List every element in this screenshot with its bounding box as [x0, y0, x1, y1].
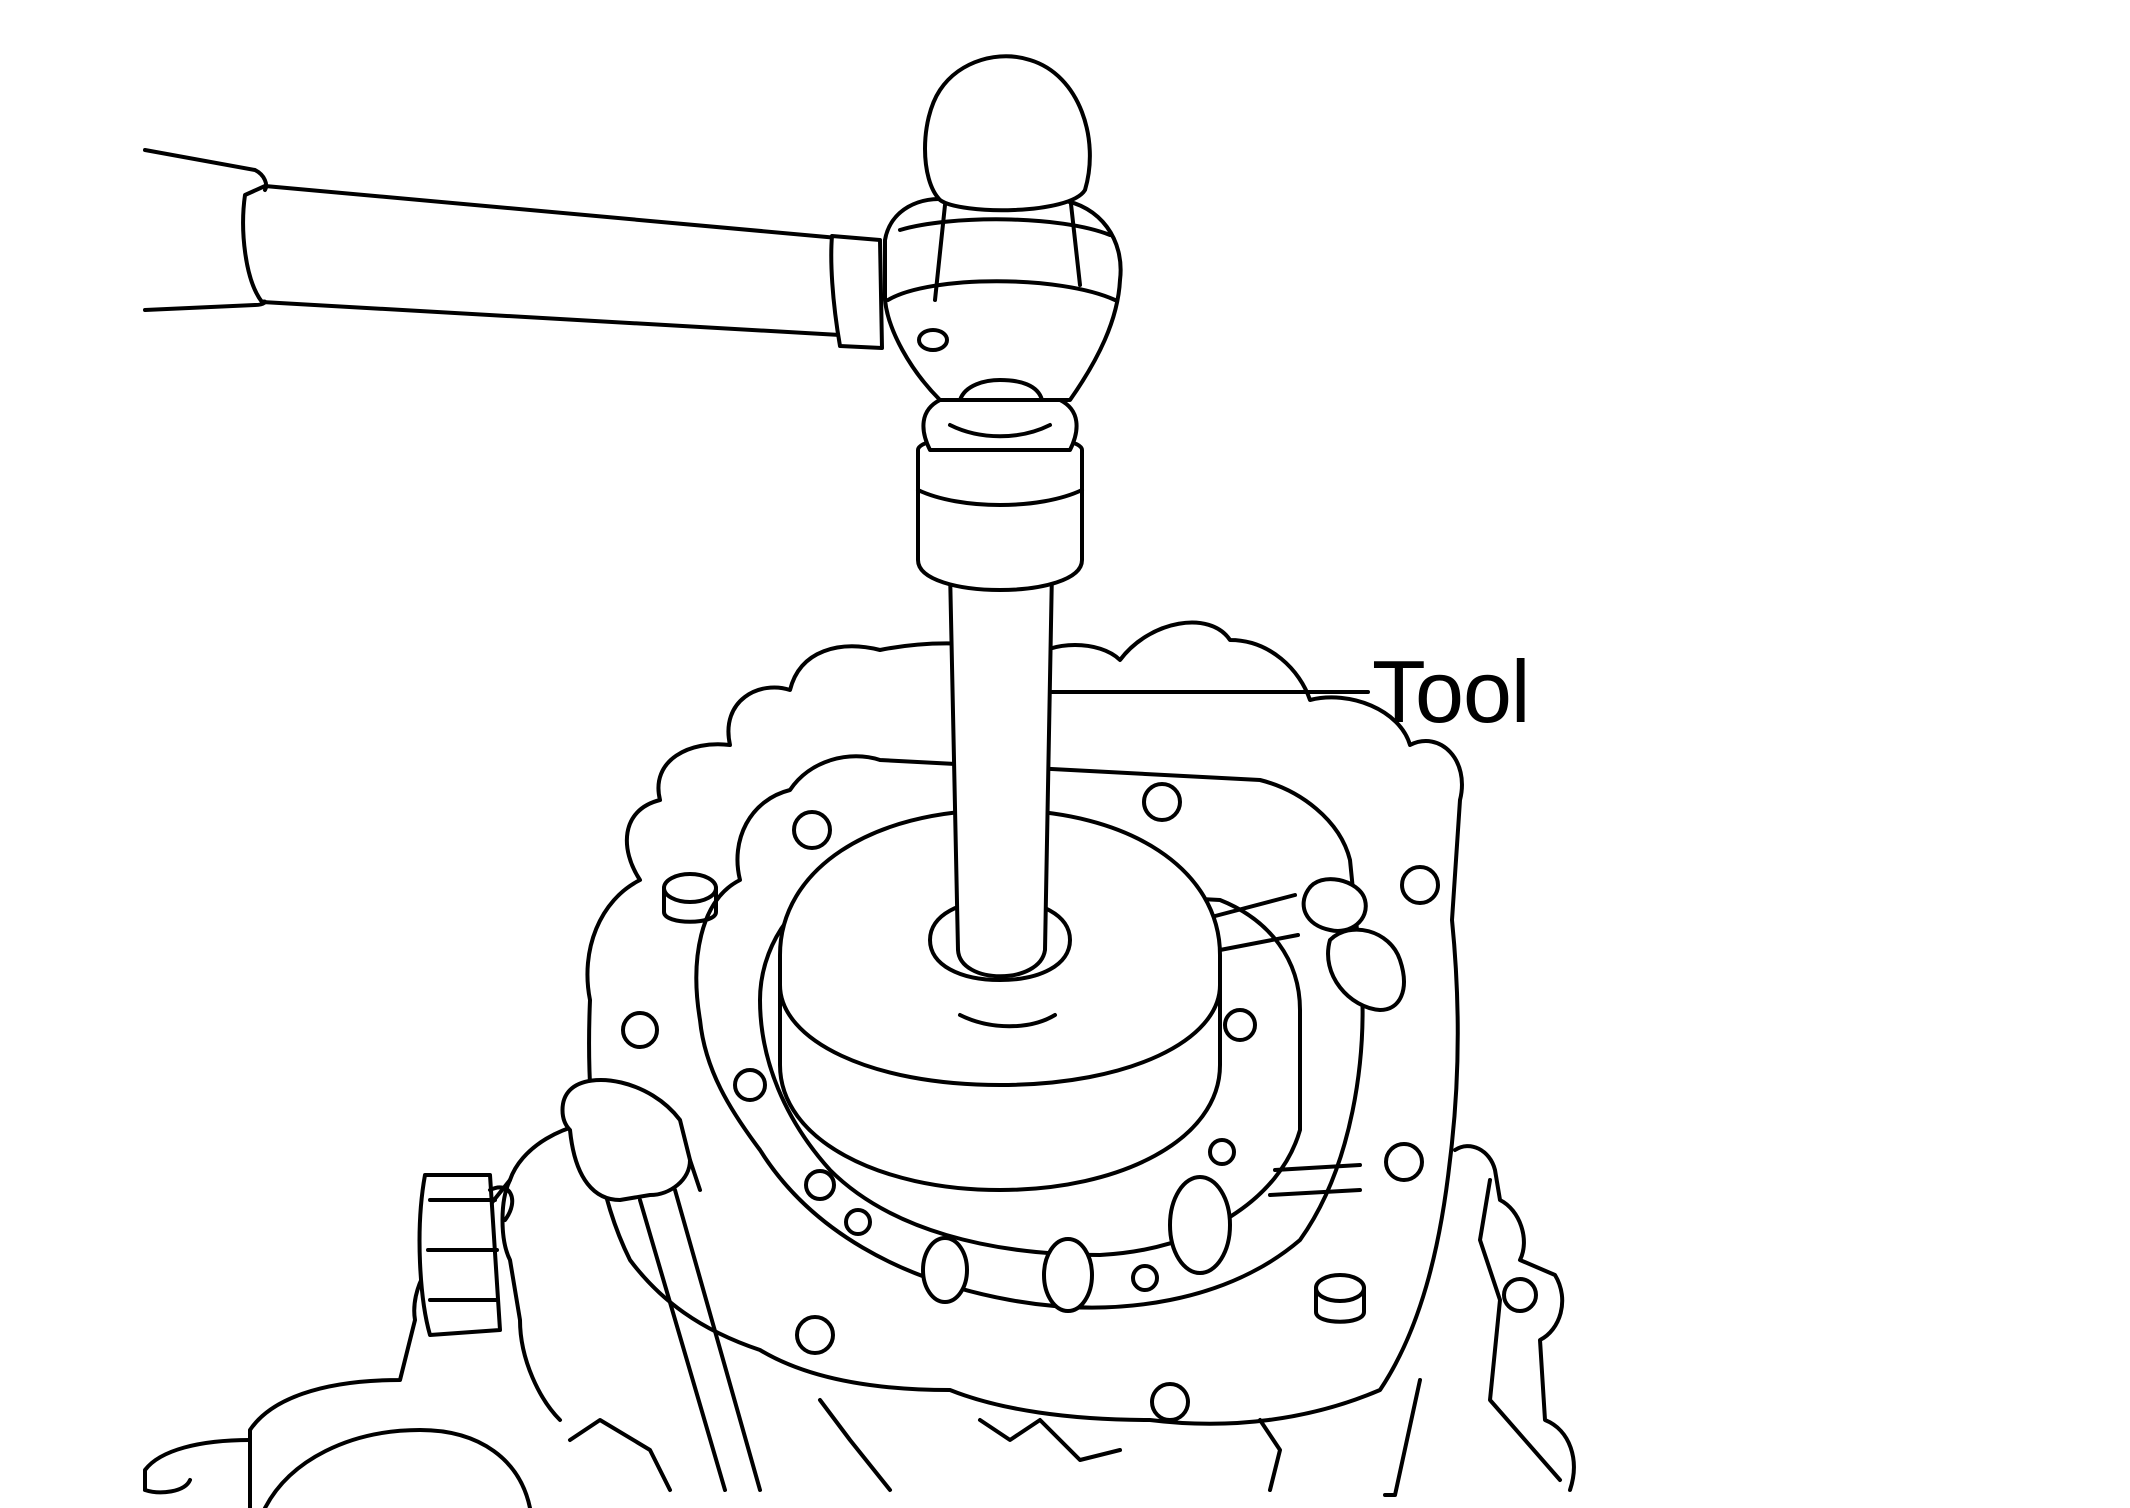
attachment-top-edge	[778, 983, 1222, 1087]
dowel-pin-top	[1314, 1273, 1366, 1303]
internal-line	[1268, 1188, 1362, 1197]
bolt-hole	[804, 1169, 836, 1201]
bolt-hole	[1150, 1382, 1190, 1422]
hammer-lower-neck	[958, 378, 1044, 402]
hammer-head	[883, 197, 1123, 402]
dowel-pins	[662, 872, 1366, 1324]
shift-lever	[560, 1078, 762, 1492]
dowel-pin-body	[1314, 1286, 1366, 1324]
lower-housing-left-inner	[500, 1178, 562, 1422]
bottom-detail	[1258, 1418, 1282, 1492]
kidney-passage	[1301, 877, 1368, 933]
bolt-hole	[621, 1011, 659, 1049]
tool-callout-label: Tool	[1372, 642, 1530, 741]
right-housing-inner	[1478, 1178, 1562, 1482]
internal-line	[1218, 933, 1300, 952]
installer-attachment	[778, 808, 1222, 1192]
bolt-hole	[1384, 1142, 1424, 1182]
dowel-pin-top	[662, 872, 718, 904]
attachment-cylinder	[778, 808, 1222, 1192]
bolt-hole	[795, 1315, 835, 1355]
dowel-pin-body	[662, 886, 718, 924]
right-bolt-hole	[1502, 1277, 1538, 1313]
hammer-handle	[241, 184, 842, 337]
hammer-head-band	[898, 217, 1112, 237]
bolt-hole	[792, 810, 832, 850]
flange-bolt-holes	[621, 782, 1440, 1422]
bottom-detail	[978, 1418, 1122, 1462]
oval-passage	[1042, 1237, 1094, 1313]
hammer	[143, 54, 1123, 402]
bolt-hole	[1223, 1008, 1257, 1042]
right-housing-edge	[1383, 1378, 1422, 1497]
oil-passages	[921, 877, 1406, 1313]
lower-housing-left-edge	[143, 1438, 252, 1495]
hammer-handle-end	[143, 148, 269, 312]
case-gasket-line	[694, 754, 1365, 1310]
bolt-hole	[1208, 1138, 1236, 1166]
hammer-head-band	[886, 279, 1117, 302]
attachment-bore-lip	[958, 1013, 1057, 1029]
kidney-passage	[1326, 927, 1406, 1012]
tool-neck	[921, 398, 1079, 452]
bolt-hole	[844, 1208, 872, 1236]
oval-passage	[921, 1236, 969, 1304]
bolt-hole	[1131, 1264, 1159, 1292]
shift-lever-arm	[638, 1198, 727, 1492]
hammer-ferrule	[829, 234, 884, 350]
bolt-hole	[733, 1068, 767, 1102]
tool-shaft	[948, 568, 1054, 979]
bolt-hole	[1400, 865, 1440, 905]
connector-tab	[488, 1185, 515, 1222]
shift-lever-arm	[673, 1188, 762, 1492]
oval-passage	[1168, 1175, 1232, 1275]
tool-neck-line	[948, 423, 1052, 439]
connector-body	[417, 1173, 502, 1337]
hammer-head-band	[933, 193, 1082, 302]
bolt-hole	[1142, 782, 1182, 822]
driver-tool	[916, 398, 1084, 979]
lower-housing-bore	[263, 1428, 532, 1508]
tool-collar-ring	[916, 488, 1084, 507]
lower-housing-left	[248, 1118, 622, 1508]
electrical-connector	[417, 1173, 515, 1337]
bottom-detail	[568, 1418, 672, 1492]
right-housing	[1453, 1144, 1576, 1492]
tool-collar	[916, 433, 1084, 592]
internal-line	[1198, 893, 1297, 922]
shift-lever-arm-edge	[688, 1158, 702, 1192]
hammer-head-hole	[917, 328, 949, 352]
hammer-ball-peen	[923, 54, 1092, 213]
internal-line	[1273, 1163, 1362, 1172]
connector-detail	[426, 1198, 500, 1302]
bottom-detail	[818, 1398, 892, 1492]
